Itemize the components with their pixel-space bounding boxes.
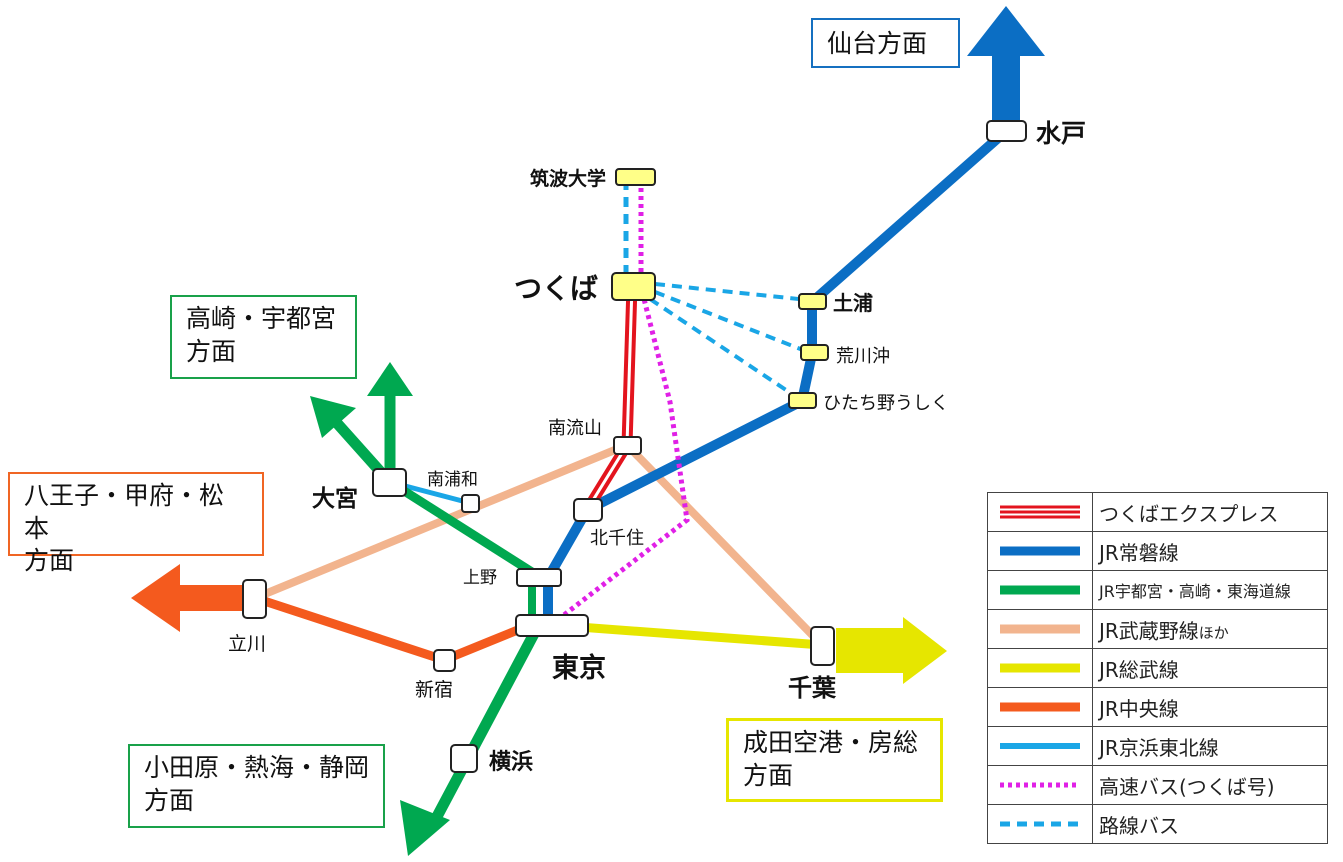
legend-swatch-utsunomiya xyxy=(1000,585,1080,595)
label-shinjuku: 新宿 xyxy=(415,679,453,701)
station-marker-minami-urawa xyxy=(461,494,480,513)
label-kita-senju: 北千住 xyxy=(590,528,644,549)
station-marker-kita-senju xyxy=(573,498,603,522)
station-marker-hitachino xyxy=(788,392,817,409)
legend-swatch-chuo xyxy=(1000,702,1080,712)
label-minami-urawa: 南浦和 xyxy=(427,470,478,490)
legend-label: つくばエクスプレス xyxy=(1092,492,1328,532)
station-marker-mito xyxy=(986,120,1027,142)
chuo-line xyxy=(253,593,532,665)
label-tokyo: 東京 xyxy=(552,652,606,684)
label-minami-nagareyama: 南流山 xyxy=(548,418,602,439)
legend-row-route-bus: 路線バス xyxy=(987,804,1328,844)
route-bus-tsuchiura xyxy=(654,282,809,302)
legend-row-express-bus: 高速バス(つくば号) xyxy=(987,765,1328,805)
label-omiya: 大宮 xyxy=(312,485,358,512)
chuo-arrow xyxy=(131,564,247,632)
legend-label: 高速バス(つくば号) xyxy=(1092,765,1328,805)
label-arakawaoki: 荒川沖 xyxy=(836,346,890,367)
label-mito: 水戸 xyxy=(1036,119,1086,148)
station-marker-chiba xyxy=(810,626,835,666)
legend-label: JR京浜東北線 xyxy=(1092,726,1328,766)
destination-narita-boso: 成田空港・房総 方面 xyxy=(726,718,943,802)
station-marker-yokohama xyxy=(450,744,478,773)
legend-label: JR宇都宮・高崎・東海道線 xyxy=(1092,570,1328,610)
label-ueno: 上野 xyxy=(463,568,497,588)
legend-label: JR中央線 xyxy=(1092,687,1328,727)
station-marker-omiya xyxy=(372,468,407,497)
utsunomiya-arrow xyxy=(367,362,413,396)
legend-row-chuo: JR中央線 xyxy=(987,687,1328,727)
legend-swatch-express-bus xyxy=(1000,782,1080,788)
express-bus-line xyxy=(558,180,690,620)
label-hitachino: ひたち野うしく xyxy=(823,393,949,414)
station-marker-tsukuba-univ xyxy=(615,168,656,186)
legend-label: JR武蔵野線ほか xyxy=(1092,609,1328,649)
tokaido-arrow xyxy=(400,800,450,856)
sobu-arrow xyxy=(836,617,947,684)
legend-label: JR総武線 xyxy=(1092,648,1328,688)
destination-takasaki-utsunomiya: 高崎・宇都宮 方面 xyxy=(170,295,357,379)
station-marker-tsuchiura xyxy=(798,293,827,310)
label-yokohama: 横浜 xyxy=(489,750,533,775)
legend-label-main: JR武蔵野線 xyxy=(1099,618,1199,643)
tx-line-outer xyxy=(582,285,638,513)
station-marker-minami-nagareyama xyxy=(613,436,642,455)
station-marker-tachikawa xyxy=(242,579,267,619)
legend-swatch-keihin xyxy=(1000,743,1080,749)
legend-label-suffix: ほか xyxy=(1198,623,1229,642)
station-marker-arakawaoki xyxy=(800,344,829,361)
legend-row-keihin: JR京浜東北線 xyxy=(987,726,1328,766)
legend-row-joban: JR常磐線 xyxy=(987,531,1328,571)
joban-arrow-head xyxy=(967,6,1045,56)
takasaki-arrow xyxy=(310,396,356,438)
station-marker-shinjuku xyxy=(433,649,456,672)
legend-swatch-sobu xyxy=(1000,663,1080,673)
label-tsukuba-univ: 筑波大学 xyxy=(530,167,606,190)
label-tachikawa: 立川 xyxy=(228,633,266,655)
label-tsukuba: つくば xyxy=(514,272,598,305)
legend-swatch-route-bus xyxy=(1000,821,1080,827)
utsunomiya-line-main xyxy=(387,478,535,576)
legend-swatch-tx xyxy=(1000,505,1080,519)
station-marker-tsukuba xyxy=(611,272,656,301)
destination-odawara-atami-shizuoka: 小田原・熱海・静岡 方面 xyxy=(128,744,385,828)
route-bus-arakawaoki xyxy=(654,290,809,354)
legend: つくばエクスプレス JR常磐線 JR宇都宮・高崎・東海道線 JR武蔵野線ほか J… xyxy=(987,492,1328,844)
destination-sendai: 仙台方面 xyxy=(811,18,960,68)
joban-line xyxy=(543,127,1010,625)
sobu-line xyxy=(551,620,823,650)
legend-swatch-musashino xyxy=(1000,624,1080,634)
joban-arrow-shaft xyxy=(992,52,1020,130)
legend-row-sobu: JR総武線 xyxy=(987,648,1328,688)
label-tsuchiura: 土浦 xyxy=(833,291,873,315)
legend-swatch-joban xyxy=(1000,546,1080,556)
legend-row-utsunomiya: JR宇都宮・高崎・東海道線 xyxy=(987,570,1328,610)
route-bus-hitachino xyxy=(648,297,797,398)
legend-label: JR常磐線 xyxy=(1092,531,1328,571)
destination-hachioji-kofu-matsumoto: 八王子・甲府・松本 方面 xyxy=(8,472,264,575)
legend-row-musashino: JR武蔵野線ほか xyxy=(987,609,1328,649)
legend-row-tx: つくばエクスプレス xyxy=(987,492,1328,532)
tokaido-line xyxy=(427,627,541,829)
legend-label: 路線バス xyxy=(1092,804,1328,844)
station-marker-tokyo xyxy=(515,614,589,637)
label-chiba: 千葉 xyxy=(788,674,837,702)
station-marker-ueno xyxy=(516,568,562,587)
